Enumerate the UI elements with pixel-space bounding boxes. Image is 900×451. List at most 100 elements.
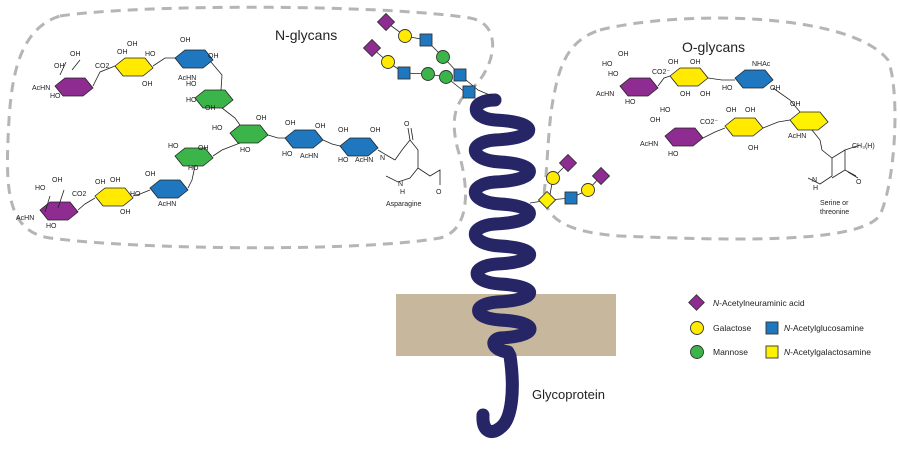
o-glycan-structure xyxy=(619,67,861,185)
n-glycan-symbol-chain xyxy=(362,12,493,99)
svg-text:N: N xyxy=(398,181,403,188)
galactose-circle xyxy=(546,171,560,185)
svg-text:HO: HO xyxy=(186,81,197,88)
svg-text:OH: OH xyxy=(180,37,191,44)
svg-text:HO: HO xyxy=(722,85,733,92)
svg-text:HO: HO xyxy=(188,165,199,172)
glucosamine-square xyxy=(564,191,578,205)
o-glycan-symbol-chain xyxy=(529,153,611,210)
svg-text:OH: OH xyxy=(690,59,701,66)
legend-neuraminic-label: N-Acetylneuraminic acid xyxy=(713,298,805,308)
svg-text:O: O xyxy=(436,189,442,196)
neuraminic-diamond xyxy=(591,166,611,186)
n-glycan-enclosure xyxy=(6,5,495,250)
galactose-circle xyxy=(398,29,412,43)
mannose-circle xyxy=(436,50,450,64)
legend-galactose-symbol xyxy=(690,321,704,335)
serine-label-line2: threonine xyxy=(820,209,849,216)
svg-text:OH: OH xyxy=(110,177,121,184)
legend: N-Acetylneuraminic acid Galactose N-Acet… xyxy=(688,294,871,359)
svg-text:HO: HO xyxy=(186,97,197,104)
mannose-circle xyxy=(421,67,435,81)
svg-text:HO: HO xyxy=(35,185,46,192)
svg-text:OH: OH xyxy=(370,127,381,134)
svg-text:HO: HO xyxy=(660,107,671,114)
svg-text:AcHN: AcHN xyxy=(300,153,318,160)
o-glycan-enclosure xyxy=(542,16,897,241)
svg-text:OH: OH xyxy=(745,107,756,114)
svg-text:N: N xyxy=(812,177,817,184)
neuraminic-diamond xyxy=(558,153,578,173)
legend-galactosamine-label: N-Acetylgalactosamine xyxy=(784,347,871,357)
svg-text:OH: OH xyxy=(668,59,679,66)
svg-text:CH₃(H): CH₃(H) xyxy=(852,143,875,150)
svg-text:AcHN: AcHN xyxy=(178,75,196,82)
asparagine-label: Asparagine xyxy=(386,201,422,208)
neuraminic-diamond xyxy=(362,38,382,58)
svg-text:HO: HO xyxy=(338,157,349,164)
neuraminic-diamond xyxy=(376,12,396,32)
svg-text:H: H xyxy=(400,189,405,196)
legend-glucosamine-label: N-Acetylglucosamine xyxy=(784,323,864,333)
svg-text:NHAc: NHAc xyxy=(752,61,771,68)
glucosamine-square xyxy=(453,68,467,82)
o-glycans-title: O-glycans xyxy=(682,39,745,55)
legend-glucosamine-symbol xyxy=(765,321,779,335)
svg-text:HO: HO xyxy=(50,93,61,100)
svg-text:OH: OH xyxy=(790,101,801,108)
mannose-circle xyxy=(439,70,453,84)
svg-text:AcHN: AcHN xyxy=(788,133,806,140)
glucosamine-square xyxy=(397,66,411,80)
svg-text:HO: HO xyxy=(212,125,223,132)
svg-text:OH: OH xyxy=(285,120,296,127)
galactosamine-square xyxy=(537,190,557,210)
glucosamine-square xyxy=(419,33,433,47)
legend-mannose-label: Mannose xyxy=(713,347,748,357)
svg-text:OH: OH xyxy=(205,105,216,112)
svg-text:OH: OH xyxy=(726,107,737,114)
svg-text:CO2: CO2 xyxy=(95,63,110,70)
galactose-circle xyxy=(581,183,595,197)
svg-text:OH: OH xyxy=(770,85,781,92)
svg-text:HO: HO xyxy=(145,51,156,58)
svg-text:OH: OH xyxy=(315,123,326,130)
svg-text:O: O xyxy=(856,179,862,186)
svg-text:OH: OH xyxy=(680,91,691,98)
svg-text:OH: OH xyxy=(117,49,128,56)
svg-text:OH: OH xyxy=(54,63,65,70)
svg-text:AcHN: AcHN xyxy=(32,85,50,92)
svg-text:O: O xyxy=(404,121,410,128)
glucosamine-square xyxy=(462,85,476,99)
svg-text:AcHN: AcHN xyxy=(158,201,176,208)
svg-text:AcHN: AcHN xyxy=(355,157,373,164)
svg-text:OH: OH xyxy=(618,51,629,58)
svg-text:OH: OH xyxy=(52,177,63,184)
svg-text:OH: OH xyxy=(256,115,267,122)
svg-text:OH: OH xyxy=(748,145,759,152)
svg-text:OH: OH xyxy=(95,179,106,186)
svg-text:OH: OH xyxy=(338,127,349,134)
svg-text:CO2: CO2 xyxy=(72,191,87,198)
legend-galactosamine-symbol xyxy=(765,345,779,359)
svg-text:N: N xyxy=(380,155,385,162)
n-glycan-atom-labels: OH OH HO AcHN CO2 OH OH OH HO OH AcHN OH… xyxy=(16,37,442,230)
svg-text:HO: HO xyxy=(168,143,179,150)
legend-galactose-label: Galactose xyxy=(713,323,752,333)
svg-text:AcHN: AcHN xyxy=(640,141,658,148)
svg-text:H: H xyxy=(813,185,818,192)
svg-text:CO2⁻: CO2⁻ xyxy=(652,69,670,76)
svg-text:OH: OH xyxy=(120,209,131,216)
glycoprotein-title: Glycoprotein xyxy=(532,387,605,402)
n-glycans-title: N-glycans xyxy=(275,27,337,43)
protein-backbone xyxy=(468,93,537,438)
o-glycan-atom-labels: HO OH AcHN HO HO CO2⁻ OH OH OH OH NHAc H… xyxy=(596,51,875,216)
legend-neuraminic-symbol xyxy=(688,294,705,311)
svg-text:OH: OH xyxy=(650,117,661,124)
svg-text:HO: HO xyxy=(668,151,679,158)
svg-text:HO: HO xyxy=(608,71,619,78)
svg-text:OH: OH xyxy=(198,145,209,152)
svg-text:OH: OH xyxy=(700,91,711,98)
svg-text:AcHN: AcHN xyxy=(596,91,614,98)
svg-text:HO: HO xyxy=(625,99,636,106)
